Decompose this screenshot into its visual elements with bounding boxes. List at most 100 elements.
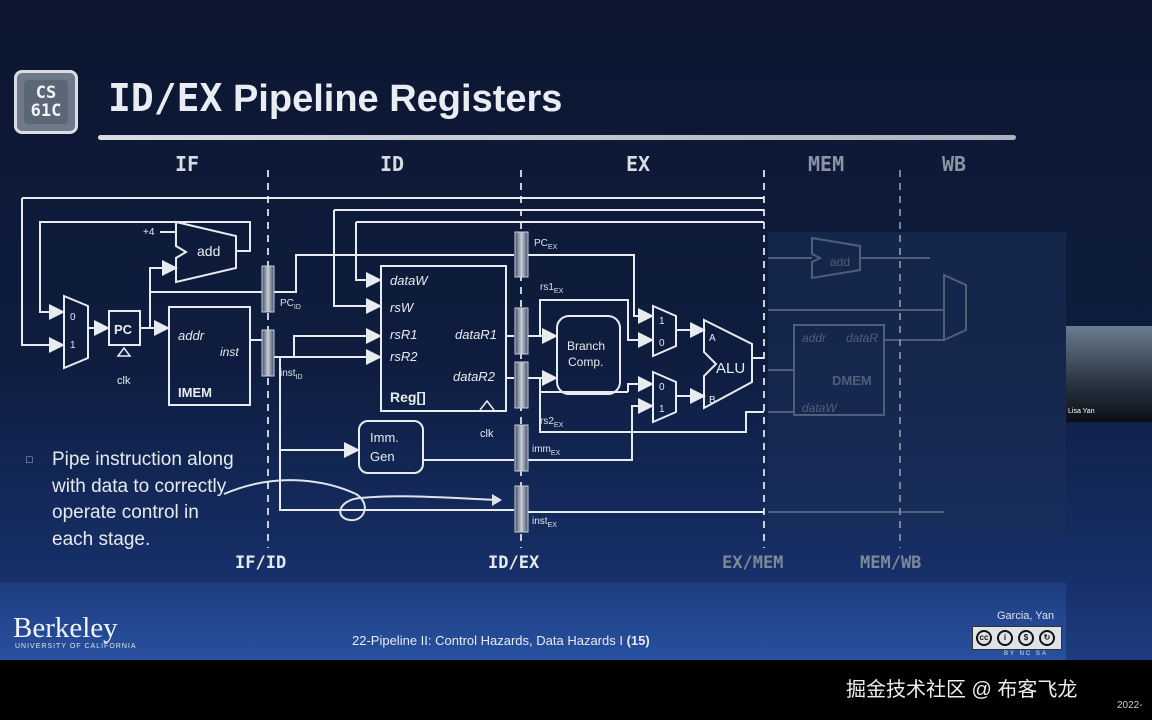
if-id-inst-segment (261, 329, 275, 377)
wire-inst-rsr1 (293, 328, 382, 357)
wire-pc-to-adder (149, 260, 178, 292)
page-number: (15) (626, 633, 650, 648)
title-text: Pipeline Registers (232, 78, 563, 120)
label-ex-mem: EX/MEM (722, 553, 784, 573)
imm-gen-block (358, 420, 424, 474)
cc-icon: cc (976, 630, 992, 646)
stage-mem: MEM (808, 152, 845, 176)
webcam-video (1066, 326, 1152, 422)
plus4-label: +4 (143, 227, 155, 238)
pc-label: PC (114, 322, 133, 337)
logo-line-2: 61C (30, 101, 62, 121)
wire-r2-to-bmux (627, 376, 654, 392)
logo-line-1: CS (35, 83, 57, 103)
branch-label-2: Comp. (568, 355, 603, 369)
reg-rsw-label: rsW (390, 300, 415, 315)
bmux-0: 0 (659, 382, 665, 393)
label-rs2-ex: rs2EX (540, 416, 564, 429)
id-ex-r2-segment (514, 361, 529, 409)
dmem-addr-label: addr (802, 331, 827, 345)
wire-pc-id (274, 254, 514, 293)
webcam-thumbnail: Lisa Yan (1066, 326, 1152, 422)
lecture-title: 22-Pipeline II: Control Hazards, Data Ha… (352, 633, 623, 648)
alu-b-label: B (709, 395, 716, 406)
bmux-1: 1 (659, 404, 665, 415)
if-id-register (261, 265, 275, 377)
if-id-pc-segment (261, 265, 275, 313)
imm-gen-label-1: Imm. (370, 430, 399, 445)
label-pc-id: PCID (280, 298, 301, 311)
reg-clk-label: clk (480, 428, 494, 440)
reg-rsr2-label: rsR2 (390, 349, 418, 364)
wire-branch-to-mux1 (21, 198, 65, 353)
dimmed-mem-wb-region: addr dataR dataW DMEM add (768, 232, 1066, 532)
pc-clock-triangle (116, 346, 132, 357)
by-icon: i (997, 630, 1013, 646)
alu-a-mux (652, 304, 677, 358)
label-imm-ex: immEX (532, 444, 561, 457)
mem-adder-shape (811, 236, 861, 280)
imm-gen-label-2: Gen (370, 449, 395, 464)
wire-dataw (355, 222, 382, 288)
slide-title: ID/EX Pipeline Registers (108, 76, 562, 121)
datapath-diagram: addr dataR dataW DMEM add (21, 170, 1066, 548)
reg-rsr1-label: rsR1 (390, 327, 417, 342)
authors: Garcia, Yan (997, 610, 1055, 622)
datapath-wires (21, 197, 764, 513)
wire-pc-plus4-to-mux (39, 221, 251, 320)
berkeley-logo: Berkeley (13, 612, 118, 644)
pc-adder (175, 220, 237, 284)
webcam-caption: Lisa Yan (1068, 408, 1095, 415)
branch-comp-block (556, 315, 621, 395)
pc-mux-1: 1 (70, 340, 76, 351)
id-ex-inst-segment (514, 485, 529, 533)
label-id-ex: ID/EX (488, 553, 540, 573)
reg-datar1-label: dataR1 (455, 327, 497, 342)
slide-footer-band (0, 582, 1066, 660)
wire-pc-ex-to-mux (528, 254, 654, 324)
label-inst-id: instID (280, 368, 303, 381)
pc-mux-0: 0 (70, 312, 76, 323)
dmem-label: DMEM (832, 373, 872, 388)
wire-r1-to-amux (539, 299, 654, 348)
title-mono: ID/EX (108, 76, 223, 120)
alu-b-mux (652, 370, 677, 424)
reg-dataw-label: dataW (390, 273, 429, 288)
amux-1: 1 (659, 316, 665, 327)
bullet-point: □ Pipe instruction along with data to co… (26, 447, 236, 553)
id-ex-r1-segment (514, 307, 529, 355)
reg-label: Reg[] (390, 389, 426, 405)
pc-register (108, 310, 141, 346)
alu-block (703, 318, 753, 410)
date-stamp: 2022- (1117, 700, 1143, 711)
pc-select-mux (63, 294, 89, 370)
title-underline (98, 135, 1016, 140)
imem-label: IMEM (178, 385, 212, 400)
pc-adder-label: add (197, 243, 220, 259)
register-file (380, 265, 507, 412)
wire-rsw (333, 210, 382, 314)
handwritten-arrow (223, 479, 499, 522)
label-mem-wb: MEM/WB (860, 553, 922, 573)
license-text: BY NC SA (1004, 651, 1048, 657)
label-rs1-ex: rs1EX (540, 282, 564, 295)
wire-inst-to-idex (279, 357, 514, 511)
stage-if: IF (175, 152, 200, 176)
label-inst-ex: instEX (532, 516, 557, 529)
dim-region-fill (768, 232, 1066, 532)
stage-id: ID (380, 152, 405, 176)
wire-pc-to-ifid (149, 291, 262, 328)
wire-r2-branch-split (539, 378, 620, 393)
id-ex-register (514, 231, 529, 533)
dmem-dataw-label: dataW (802, 401, 838, 415)
label-if-id: IF/ID (235, 553, 287, 573)
imem-addr-label: addr (178, 328, 205, 343)
wire-imm-to-bmux (528, 398, 654, 461)
reg-datar2-label: dataR2 (453, 369, 496, 384)
reg-clock-triangle (479, 399, 495, 411)
pc-clk-label: clk (117, 375, 131, 387)
cs61c-logo: CS 61C (14, 70, 78, 134)
bullet-text: Pipe instruction along with data to corr… (52, 449, 234, 550)
nc-icon: $ (1018, 630, 1034, 646)
stage-ex: EX (626, 152, 651, 176)
